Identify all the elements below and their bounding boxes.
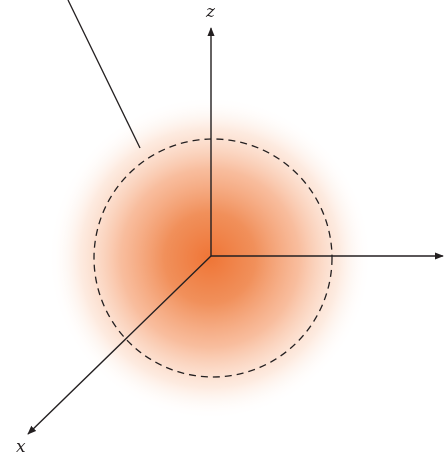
- pointer-line: [67, 0, 141, 149]
- x-axis: [27, 255, 212, 435]
- x-axis-label: x: [16, 437, 26, 456]
- probability-cloud: [48, 96, 372, 420]
- dashed-boundary-sphere: [93, 138, 333, 378]
- z-axis-label: z: [205, 2, 216, 22]
